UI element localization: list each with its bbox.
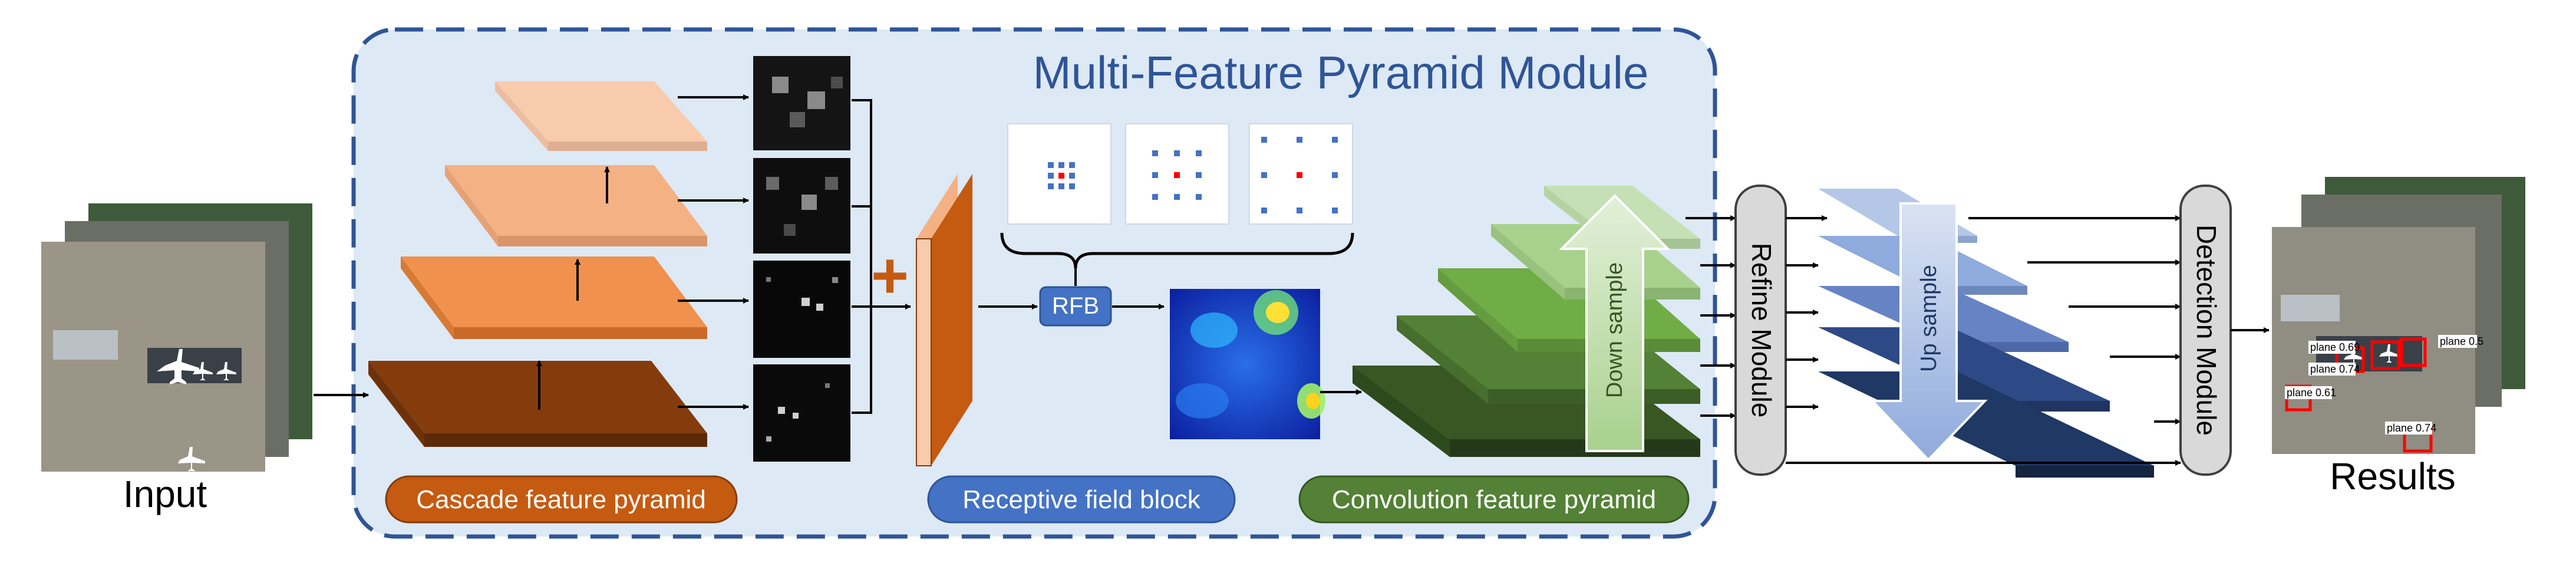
concat-feature-bar	[916, 174, 972, 466]
result-images: plane 0.69 plane 0.74 plane 0.61 plane 0…	[2272, 177, 2525, 454]
detection-label-2: plane 0.74	[2310, 363, 2360, 375]
detection-label-3: plane 0.61	[2287, 387, 2336, 399]
badge-cascade: Cascade feature pyramid	[385, 475, 738, 524]
input-images	[41, 203, 312, 472]
cascade-layer-2	[445, 165, 707, 246]
badge-convolution-label: Convolution feature pyramid	[1332, 485, 1656, 514]
detection-label-5: plane 0.5	[2440, 335, 2483, 347]
up-pyramid	[1818, 189, 2154, 478]
maps-merge-lines	[852, 99, 911, 414]
down-sample-label: Down sample	[1602, 262, 1627, 398]
badge-cascade-label: Cascade feature pyramid	[416, 485, 706, 514]
results-label: Results	[2330, 455, 2455, 498]
rfb-block	[1039, 286, 1112, 327]
badge-convolution: Convolution feature pyramid	[1298, 475, 1690, 524]
detection-label-1: plane 0.69	[2310, 341, 2360, 353]
up-sample-label: Up sample	[1917, 265, 1941, 372]
refine-label: Refine Module	[1746, 243, 1777, 418]
module-container	[351, 27, 1717, 539]
refine-to-up-arrows	[1786, 215, 1828, 410]
detection-label: Detection Module	[2191, 225, 2222, 436]
up-sample-arrow: Up sample	[1869, 202, 1988, 462]
rfb-label: RFB	[1052, 293, 1099, 319]
attention-heatmap	[1170, 289, 1325, 439]
detection-label-4: plane 0.74	[2387, 422, 2436, 434]
input-label: Input	[123, 473, 207, 515]
detection-box	[2400, 337, 2427, 367]
rf-patterns	[1007, 123, 1353, 225]
plus-icon: +	[871, 239, 909, 312]
detection-box	[2370, 340, 2400, 370]
cascade-layer-1	[495, 81, 707, 151]
refine-module	[1734, 185, 1787, 476]
down-sample-arrow: Down sample	[1559, 194, 1671, 452]
conv-to-refine-arrows	[1686, 215, 1736, 419]
cascade-pyramid	[368, 81, 707, 447]
badge-receptive-label: Receptive field block	[962, 485, 1201, 514]
cascade-layer-4	[368, 361, 707, 447]
badge-receptive: Receptive field block	[927, 475, 1236, 524]
cascade-to-maps-arrows	[678, 94, 749, 410]
module-title: Multi-Feature Pyramid Module	[1033, 47, 1649, 98]
up-to-detection-arrows	[1786, 215, 2181, 466]
feature-maps	[753, 56, 850, 462]
cascade-layer-3	[401, 256, 707, 339]
